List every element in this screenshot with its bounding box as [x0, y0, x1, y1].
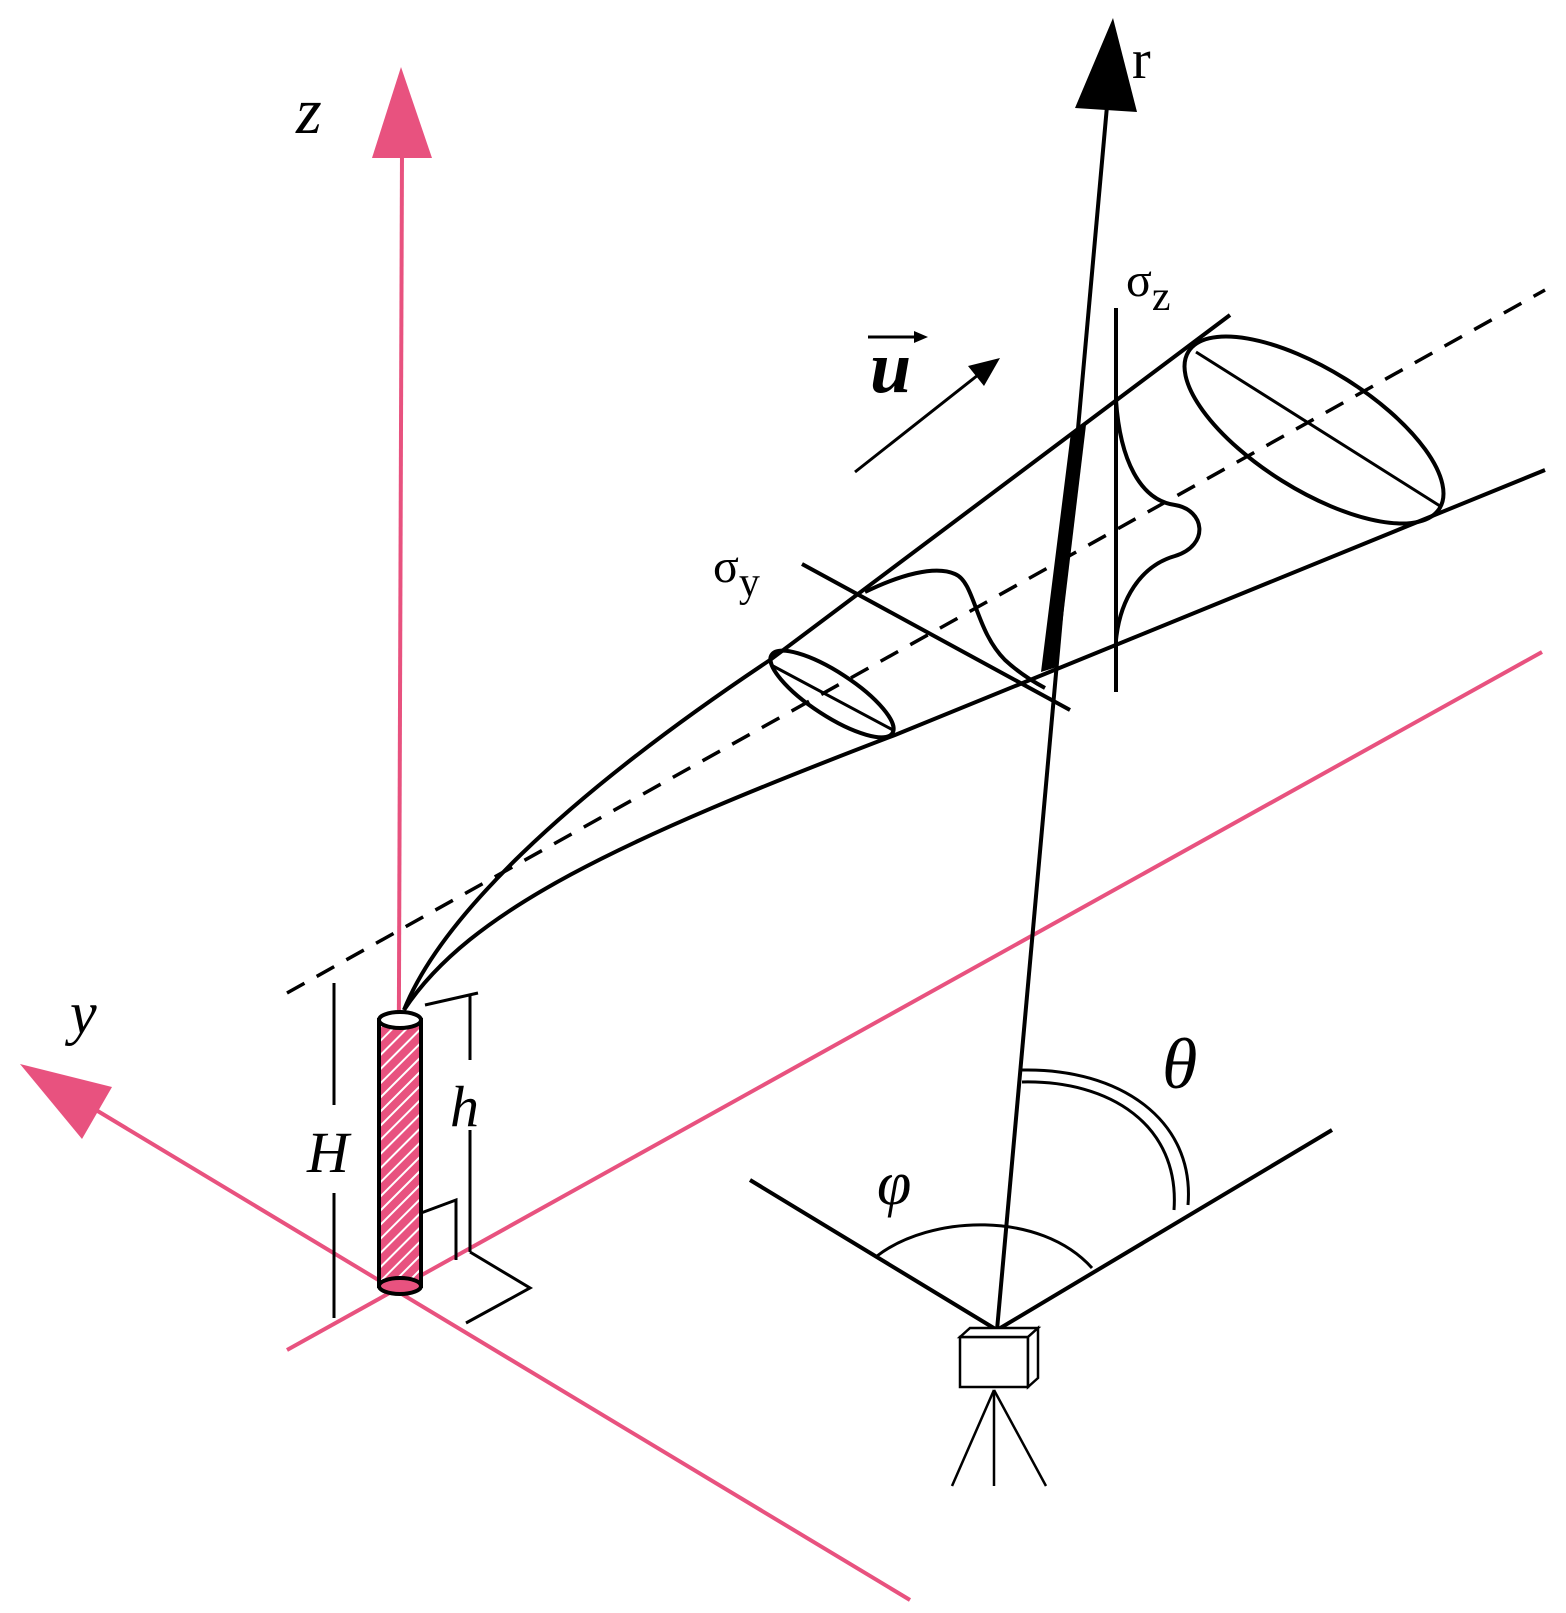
sigma-z-symbol: σ	[1126, 254, 1152, 307]
wind-vector	[854, 331, 1000, 474]
plume-envelope	[402, 313, 1546, 1012]
sigma-y-profile	[801, 562, 1071, 712]
theta-arc-outer	[1021, 1068, 1190, 1206]
right-angle-marker-stack	[420, 1197, 458, 1260]
effective-height-label: H	[306, 1120, 352, 1185]
far-section-axis	[1195, 350, 1441, 508]
height-dimensions	[332, 983, 534, 1325]
line-of-sight-r	[995, 18, 1137, 1331]
y-axis-label: y	[64, 980, 97, 1046]
sensor-box-top	[956, 1326, 1042, 1339]
wind-overbar-tip	[914, 331, 928, 343]
plume-centerline	[286, 288, 1546, 995]
sigma-z-label: σz	[1126, 254, 1171, 320]
plume-cross-section-near	[768, 648, 896, 740]
z-axis-label: z	[295, 75, 322, 148]
theta-label: θ	[1162, 1024, 1197, 1104]
plume-upper-boundary	[402, 313, 1232, 1011]
sigma-y-gaussian-curve	[864, 568, 1046, 690]
tripod-leg-left	[950, 1389, 996, 1487]
sensor-box	[958, 1335, 1030, 1389]
sigma-y-symbol: σ	[713, 540, 739, 593]
sigma-z-gaussian-curve	[1114, 399, 1202, 641]
right-angle-marker-ground	[465, 1250, 534, 1325]
sigma-y-subscript: y	[739, 560, 760, 606]
wind-velocity-label: u	[870, 327, 911, 409]
stack-top	[377, 1010, 423, 1030]
sigma-z-subscript: z	[1152, 274, 1171, 320]
plume-lower-boundary	[402, 468, 1546, 1012]
sigma-y-baseline	[801, 562, 1071, 712]
chimney-stack-icon	[377, 1010, 423, 1296]
plume-cross-section-far	[1182, 334, 1446, 526]
phi-arc	[876, 1223, 1094, 1270]
theta-reference-line	[995, 1128, 1334, 1332]
sigma-y-label: σy	[713, 540, 760, 606]
y-axis-line	[94, 1108, 912, 1602]
y-axis-arrowhead	[20, 1064, 112, 1139]
tripod-leg-right	[992, 1389, 1048, 1487]
z-axis-arrowhead	[372, 67, 432, 158]
theta-arc-inner	[1021, 1080, 1176, 1211]
stack-bottom	[377, 1276, 423, 1296]
x-axis-line	[286, 650, 1543, 1352]
wind-arrow-line	[854, 373, 979, 474]
physical-height-label: h	[450, 1074, 479, 1139]
sigma-z-profile	[1114, 308, 1202, 692]
r-axis-label: r	[1132, 29, 1151, 91]
phi-reference-line	[748, 1178, 999, 1332]
sensor-box-side	[1026, 1325, 1040, 1390]
beam-plume-intersection	[1041, 425, 1086, 672]
wind-arrow-head	[968, 358, 1000, 386]
r-axis-line	[995, 94, 1110, 1331]
near-section-axis	[772, 664, 894, 732]
instrument-geometry	[748, 1068, 1334, 1332]
stack-body	[377, 1018, 423, 1288]
coordinate-axes	[20, 67, 1543, 1602]
phi-label: φ	[877, 1150, 911, 1218]
r-axis-arrowhead	[1075, 18, 1137, 112]
tripod-sensor-icon	[950, 1325, 1048, 1487]
